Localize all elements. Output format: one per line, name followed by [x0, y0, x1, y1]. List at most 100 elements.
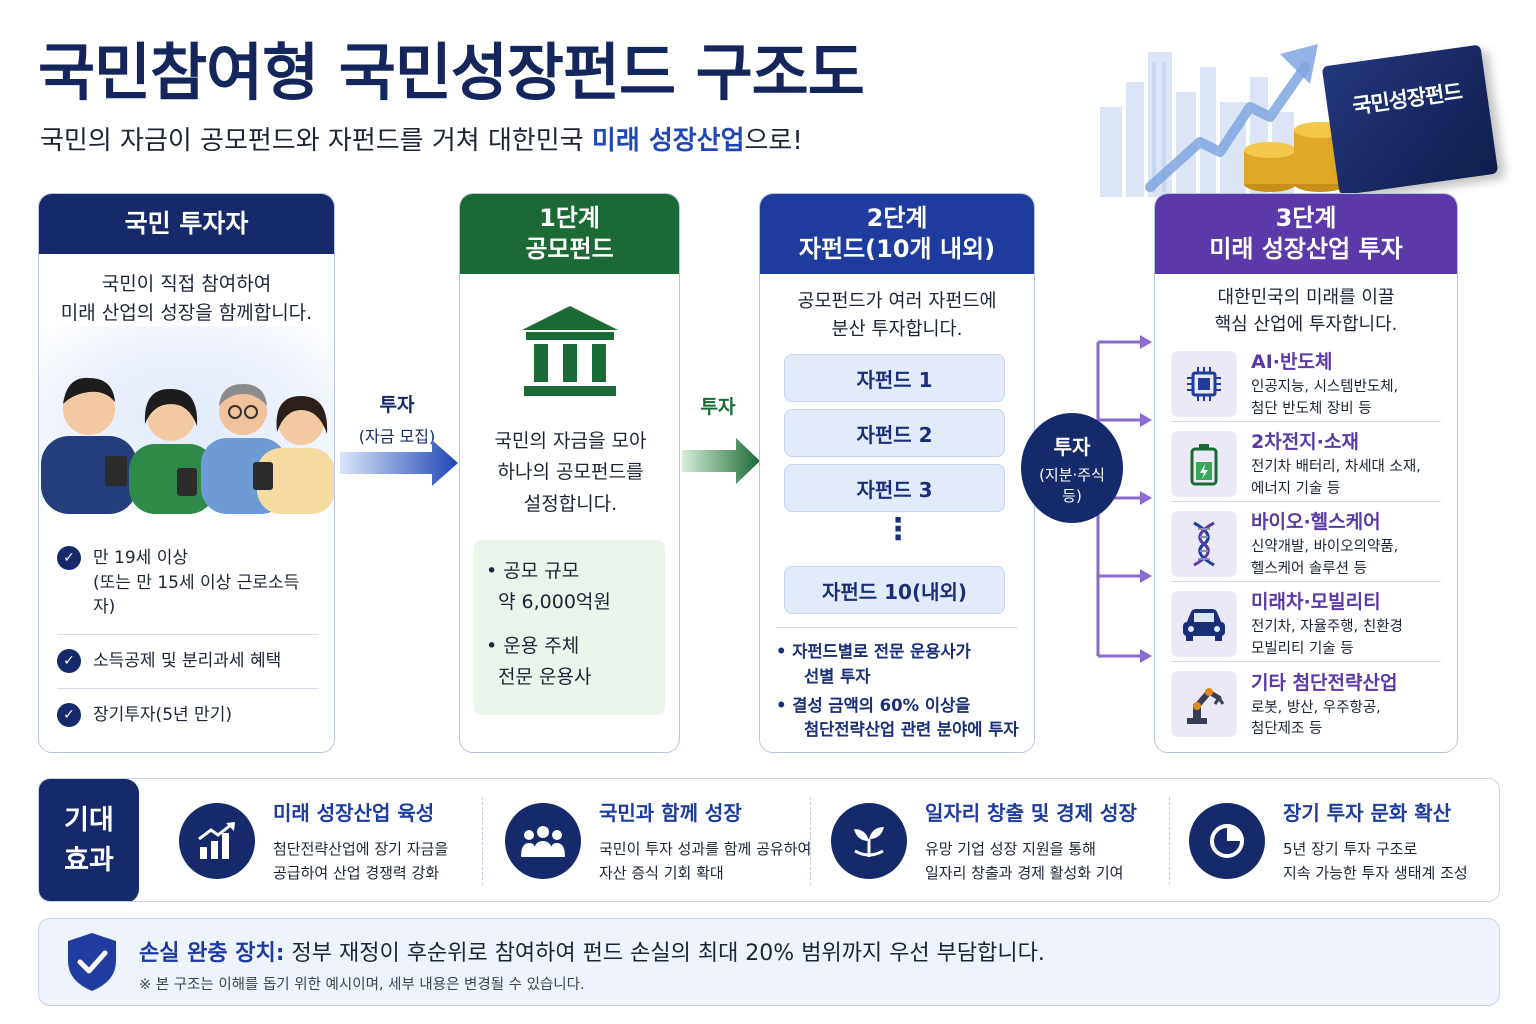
check-icon: ✓	[57, 702, 81, 727]
industry-title: 2차전지·소재	[1251, 431, 1359, 454]
sub-fund-item: 자펀드 3	[784, 464, 1005, 512]
public-fund-heading: 공모펀드	[525, 235, 614, 263]
effect-desc: 지속 가능한 투자 생태계 조성	[1283, 863, 1468, 882]
industry-title: AI·반도체	[1251, 351, 1333, 374]
industries-heading: 미래 성장산업 투자	[1209, 235, 1403, 263]
industries-desc-line: 핵심 산업에 투자합니다.	[1214, 314, 1398, 335]
condition-subtext: (또는 만 15세 이상 근로소득자)	[93, 572, 300, 618]
flow2-arrow-icon	[682, 438, 760, 484]
flow3-sublabel: 등)	[1062, 486, 1082, 505]
loss-buffer-bar: 손실 완충 장치: 정부 재정이 후순위로 참여하여 펀드 손실의 최대 20%…	[38, 918, 1500, 1006]
public-fund-desc-line: 설정합니다.	[523, 492, 618, 515]
sub-note-line: 첨단전략산업 관련 분야에 투자	[804, 720, 1019, 740]
sub-note-line: 선별 투자	[804, 666, 871, 686]
sub-funds-header: 2단계 자펀드(10개 내외)	[760, 194, 1034, 274]
effect-title: 국민과 함께 성장	[599, 801, 742, 826]
sub-fund-item-last: 자펀드 10(내외)	[784, 566, 1005, 614]
flow1-arrow-icon	[340, 440, 458, 486]
public-fund-desc-line: 하나의 공모펀드를	[497, 461, 644, 484]
people-group-icon	[505, 803, 581, 879]
disclaimer-note: ※ 본 구조는 이해를 돕기 위한 예시이며, 세부 내용은 변경될 수 있습니…	[139, 977, 585, 993]
check-icon: ✓	[57, 546, 81, 570]
effect-title: 미래 성장산업 육성	[273, 801, 435, 826]
sub-funds-desc: 공모펀드가 여러 자펀드에 분산 투자합니다.	[760, 288, 1034, 344]
pie-chart-icon	[1189, 803, 1265, 879]
fund-size-label-text: 공모 규모	[503, 560, 580, 582]
bank-building-icon	[522, 306, 618, 396]
industry-desc: 전기차 배터리, 차세대 소재,	[1251, 459, 1421, 476]
invest-circle: 투자 (지분·주식 등)	[1021, 413, 1123, 523]
effect-desc: 첨단전략산업에 장기 자금을	[273, 840, 449, 859]
industries-desc-line: 대한민국의 미래를 이끌	[1217, 287, 1395, 308]
growth-arrow-icon	[1145, 62, 1310, 192]
industry-desc: 인공지능, 시스템반도체,	[1251, 379, 1399, 396]
industry-desc: 로봇, 방산, 우주항공,	[1251, 699, 1381, 716]
sub-funds-card: 2단계 자펀드(10개 내외) 공모펀드가 여러 자펀드에 분산 투자합니다. …	[759, 193, 1035, 753]
investors-heading: 국민 투자자	[39, 194, 334, 254]
effects-label-line: 기대	[64, 804, 114, 836]
public-fund-desc-line: 국민의 자금을 모아	[494, 430, 647, 452]
effects-label-line: 효과	[64, 845, 114, 876]
effect-desc: 일자리 창출과 경제 활성화 기여	[925, 863, 1124, 882]
flow3-sublabel: (지분·주식	[1039, 465, 1105, 484]
chip-icon	[1171, 350, 1237, 417]
sub-funds-desc-line: 분산 투자합니다.	[831, 318, 963, 340]
sub-note-line: • 결성 금액의 60% 이상을	[776, 695, 971, 715]
condition-text: 만 19세 이상	[93, 548, 188, 568]
public-fund-step: 1단계	[539, 203, 600, 232]
industry-desc: 첨단 반도체 장비 등	[1251, 400, 1372, 417]
flow1-label: 투자	[379, 394, 415, 416]
loss-buffer-desc: 정부 재정이 후순위로 참여하여 펀드 손실의 최대 20% 범위까지 우선 부…	[284, 941, 1045, 966]
battery-icon	[1171, 430, 1237, 497]
divider	[776, 627, 1018, 628]
condition-item: ✓ 장기투자(5년 만기)	[57, 689, 319, 742]
sub-funds-heading: 자펀드(10개 내외)	[798, 235, 996, 263]
investors-people-icon	[41, 377, 334, 514]
industry-title: 기타 첨단전략산업	[1251, 671, 1398, 694]
flow1-sublabel: (자금 모집)	[358, 427, 436, 446]
robot-arm-icon	[1171, 671, 1237, 737]
effect-divider	[482, 797, 483, 885]
industry-desc: 헬스케어 솔루션 등	[1251, 560, 1367, 577]
check-icon: ✓	[57, 648, 81, 673]
industries-header: 3단계 미래 성장산업 투자	[1155, 194, 1457, 274]
page-subtitle: 국민의 자금이 공모펀드와 자펀드를 거쳐 대한민국 미래 성장산업으로!	[40, 120, 803, 157]
public-fund-header: 1단계 공모펀드	[460, 194, 679, 274]
effect-desc: 5년 장기 투자 구조로	[1283, 840, 1418, 859]
effect-desc: 자산 증식 기회 확대	[599, 863, 724, 882]
industry-title: 바이오·헬스케어	[1251, 511, 1381, 534]
industry-desc: 전기차, 자율주행, 친환경	[1251, 619, 1403, 636]
investors-card: 국민 투자자 국민이 직접 참여하여 미래 산업의 성장을 함께합니다. ✓ 만…	[38, 193, 335, 753]
fund-manager-label: • 운용 주체	[486, 634, 580, 657]
condition-text: 장기투자(5년 만기)	[93, 704, 232, 725]
industry-desc: 에너지 기술 등	[1251, 480, 1341, 497]
sub-funds-step: 2단계	[866, 203, 928, 232]
sub-note-line: • 자펀드별로 전문 운용사가	[776, 642, 971, 661]
effect-divider	[810, 797, 811, 885]
flow3-label: 투자	[1053, 434, 1091, 459]
shield-check-icon	[68, 933, 116, 991]
effect-title: 일자리 창출 및 경제 성장	[925, 801, 1137, 826]
public-fund-card: 1단계 공모펀드 국민의 자금을 모아 하나의 공모펀드를 설정합니다. • 공…	[459, 193, 680, 753]
sub-funds-desc-line: 공모펀드가 여러 자펀드에	[797, 291, 997, 312]
investors-desc-line: 미래 산업의 성장을 함께합니다.	[60, 301, 313, 324]
growth-chart-icon	[179, 803, 255, 879]
fund-manager-label-text: 운용 주체	[503, 634, 580, 657]
sub-fund-item: 자펀드 2	[784, 409, 1005, 457]
effect-desc: 국민이 투자 성과를 함께 공유하여	[599, 840, 812, 859]
industry-desc: 신약개발, 바이오의약품,	[1251, 539, 1399, 556]
condition-item: ✓ 소득공제 및 분리과세 혜택	[57, 635, 319, 689]
fund-size-value-text: 약 6,000억원	[498, 591, 611, 614]
industry-desc: 모빌리티 기술 등	[1251, 640, 1354, 657]
eligibility-list: ✓ 만 19세 이상 (또는 만 15세 이상 근로소득자) ✓ 소득공제 및 분…	[57, 532, 319, 741]
flow1-label-group: 투자 (자금 모집)	[345, 390, 449, 447]
investors-desc-line: 국민이 직접 참여하여	[101, 273, 272, 295]
car-icon	[1171, 590, 1237, 657]
